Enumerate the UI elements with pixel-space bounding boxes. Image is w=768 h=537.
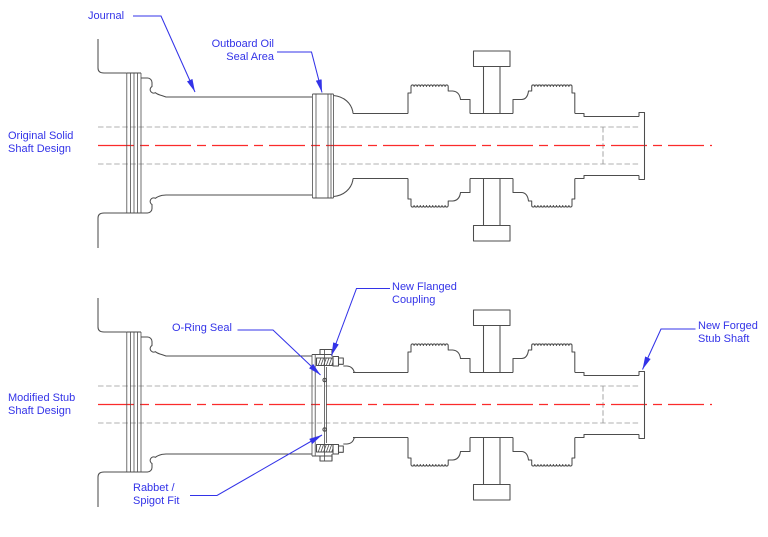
flanged-coupling-joint <box>311 348 357 462</box>
original-shaft-view <box>97 38 713 249</box>
modified-design-label: Modified Stub Shaft Design <box>8 392 76 417</box>
lower-centerline <box>97 385 713 424</box>
journal-label: Journal <box>88 10 125 22</box>
coupling-bolt-top <box>315 355 344 367</box>
rabbet-spigot-leader <box>190 434 323 497</box>
rabbet-spigot-label: Rabbet / Spigot Fit <box>133 482 180 507</box>
upper-centerline <box>97 126 713 165</box>
o-ring-seal-leader <box>237 329 321 376</box>
outboard-oil-seal-label: Outboard Oil Seal Area <box>211 38 274 63</box>
callout-leaders <box>133 15 696 497</box>
new-flanged-coupling-leader <box>331 287 390 356</box>
new-forged-stub-shaft-leader <box>642 328 696 370</box>
new-flanged-coupling-label: New Flanged Coupling <box>392 281 457 306</box>
o-ring-lower <box>322 427 327 432</box>
coupling-bolt-bottom <box>315 443 344 455</box>
original-design-label: Original Solid Shaft Design <box>8 130 74 155</box>
o-ring-seal-label: O-Ring Seal <box>172 322 232 334</box>
journal-leader <box>133 15 196 93</box>
new-forged-stub-shaft-label: New Forged Stub Shaft <box>698 320 758 345</box>
o-ring-upper <box>322 377 327 383</box>
upper-bearing-housing <box>97 38 313 249</box>
outboard-oil-seal-leader <box>277 51 323 93</box>
